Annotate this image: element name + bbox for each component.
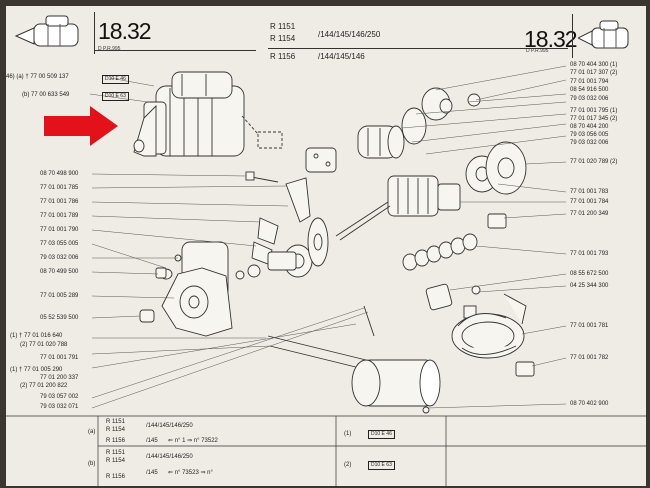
- ref-right-8: 79 03 056 005: [570, 132, 609, 138]
- ref-left-7: 77 03 055 005: [40, 241, 79, 247]
- footer-model-5: R 1154: [106, 458, 125, 464]
- footer-tag-2: (2): [344, 462, 352, 468]
- footer-sequence-2: ⇐ n° 73523 ⇒ n°: [168, 470, 213, 476]
- footer-box-d10e46: D10 E 46: [368, 430, 395, 439]
- model-variant-1: /144/145/146/250: [318, 30, 381, 39]
- ref-left-6: 77 01 001 790: [40, 227, 79, 233]
- ref-right-5: 77 01 001 795 (1): [570, 108, 618, 114]
- ref-right-10: 77 01 020 789 (2): [570, 159, 618, 165]
- footer-model-3: R 1156: [106, 438, 125, 444]
- ref-right-6: 77 01 017 345 (2): [570, 116, 618, 122]
- footer-box-d10e63: D10 E 63: [368, 461, 395, 470]
- red-arrow-icon: [44, 106, 118, 146]
- model-r1156: R 1156: [270, 52, 296, 61]
- ref-left-19: 79 03 032 071: [40, 404, 79, 410]
- ref-left-15: (1) † 77 01 005 290: [10, 367, 63, 373]
- model-r1154: R 1154: [270, 34, 296, 43]
- catalog-page: { "header": { "page_number_left": "18.32…: [6, 6, 646, 486]
- ref-right-9: 79 03 032 006: [570, 140, 609, 146]
- ref-left-12: (1) † 77 01 016 640: [10, 333, 63, 339]
- header-divider-left: [94, 12, 95, 54]
- ref-right-15: 08 55 672 500: [570, 271, 609, 277]
- ref-left-2: 08 70 498 900: [40, 171, 79, 177]
- model-variant-2: /144/145/146: [318, 52, 365, 61]
- header-rule-models: [268, 48, 568, 49]
- ref-left-3: 77 01 001 785: [40, 185, 79, 191]
- page-ref-right: D P.R.995: [526, 48, 549, 54]
- ref-right-12: 77 01 001 784: [570, 199, 609, 205]
- ref-right-17: 77 01 001 781: [570, 323, 609, 329]
- ref-right-14: 77 01 001 793: [570, 251, 609, 257]
- footer-model-4: R 1151: [106, 450, 125, 456]
- model-r1151: R 1151: [270, 22, 296, 31]
- page-number-left: 18.32: [98, 18, 152, 44]
- footer-variant-1: /144/145/146/250: [146, 423, 193, 429]
- footer-model-6: R 1156: [106, 474, 125, 480]
- header-rule-left: [94, 50, 256, 51]
- ref-left-11: 05 52 539 500: [40, 315, 79, 321]
- ref-right-13: 77 01 200 349: [570, 211, 609, 217]
- ref-right-0: 08 70 404 300 (1): [570, 62, 618, 68]
- ref-right-18: 77 01 001 782: [570, 355, 609, 361]
- footer-sequence-1: ⇐ n° 1 ⇒ n° 73522: [168, 438, 218, 444]
- footer-model-2: R 1154: [106, 427, 125, 433]
- footer-variant-2: /145: [146, 438, 158, 444]
- box-d10e46: D10 E 46: [102, 75, 129, 84]
- ref-left-5: 77 01 001 789: [40, 213, 79, 219]
- ref-right-16: 04 25 344 300: [570, 283, 609, 289]
- ref-right-7: 08 70 404 200: [570, 124, 609, 130]
- ref-left-0: 46) (a) † 77 00 509 137: [6, 74, 69, 80]
- ref-right-2: 77 01 001 794: [570, 79, 609, 85]
- ref-left-1: (b) 77 00 633 549: [22, 92, 70, 98]
- ref-left-8: 79 03 032 006: [40, 255, 79, 261]
- ref-left-4: 77 01 001 786: [40, 199, 79, 205]
- ref-left-9: 08 70 499 500: [40, 269, 79, 275]
- header-divider-right: [572, 14, 573, 58]
- exploded-diagram: [6, 65, 646, 486]
- footer-tag-a: (a): [88, 429, 96, 435]
- ref-left-16: 77 01 200 337: [40, 375, 79, 381]
- ref-right-4: 79 03 032 006: [570, 96, 609, 102]
- ref-right-3: 08 54 916 500: [570, 87, 609, 93]
- page-number-right: 18.32: [524, 26, 578, 52]
- ref-left-14: 77 01 001 791: [40, 355, 79, 361]
- footer-variant-4: /145: [146, 470, 158, 476]
- ref-right-1: 77 01 017 307 (2): [570, 70, 618, 76]
- ref-left-18: 79 03 057 002: [40, 394, 79, 400]
- ref-right-19: 08 70 402 900: [570, 401, 609, 407]
- ref-left-17: (2) 77 01 200 822: [20, 383, 68, 389]
- page-ref-left: D P.R.995: [98, 46, 121, 52]
- ref-right-11: 77 01 001 783: [570, 189, 609, 195]
- footer-tag-1: (1): [344, 431, 352, 437]
- ref-left-10: 77 01 005 289: [40, 293, 79, 299]
- footer-model-1: R 1151: [106, 419, 125, 425]
- ref-left-13: (2) 77 01 020 788: [20, 342, 68, 348]
- footer-variant-3: /144/145/146/250: [146, 454, 193, 460]
- box-d10e63: D10 E 63: [102, 92, 129, 101]
- footer-tag-b: (b): [88, 461, 96, 467]
